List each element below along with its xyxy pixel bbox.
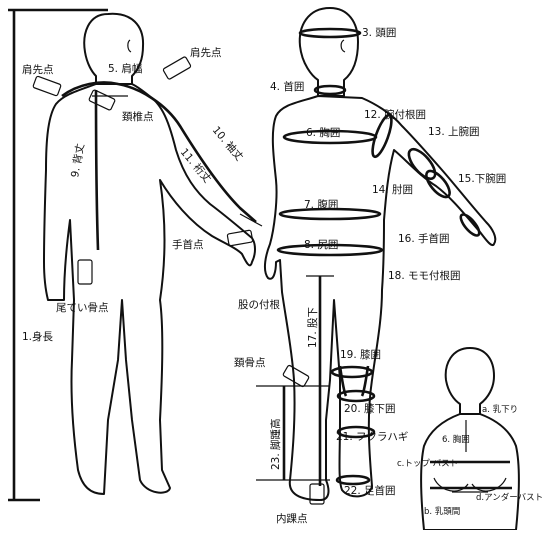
top-bust-label: c.トップ バスト [397, 459, 458, 469]
ankle-height-label: 23. 脚踵高 [269, 418, 282, 470]
cervical-point-label: 頚椎点 [122, 110, 154, 123]
wrist-circumference-label: 16. 手首囲 [398, 232, 450, 245]
bust-chest-label: 6. 胸囲 [442, 434, 470, 445]
medial-malleolus-label: 内踝点 [276, 512, 308, 525]
shoulder-width-label: 5. 肩幅 [108, 62, 142, 75]
wrist-point-label: 手首点 [172, 238, 204, 251]
chest-label: 6. 胸囲 [306, 126, 340, 139]
ankle-label: 22. 足首囲 [344, 484, 396, 497]
below-knee-label: 20. 膝下囲 [344, 402, 396, 415]
back-view-figure: 肩先点 5. 肩幅 肩先点 頚椎点 9. 背丈 11. 裄丈 10. 袖丈 手首… [8, 8, 263, 502]
back-length-label: 9. 背丈 [68, 142, 87, 178]
height-label: 1.身長 [22, 330, 54, 343]
thigh-label: 18. モモ付根囲 [388, 269, 461, 282]
crotch-root-label: 股の付根 [238, 298, 280, 311]
tailbone-point-label: 尾てい骨点 [56, 302, 109, 314]
neck-label: 4. 首囲 [270, 80, 304, 93]
shoulder-point-right-label: 肩先点 [190, 46, 222, 59]
head-label: 3. 頭囲 [362, 27, 396, 39]
knee-label: 19. 膝囲 [340, 348, 381, 361]
sleeve-length-label: 10. 袖丈 [210, 124, 246, 164]
front-view-figure: 3. 頭囲 4. 首囲 12. 腕付根囲 6. 胸囲 13. 上腕囲 15.下腕… [234, 7, 506, 525]
hip-label: 8. 尻囲 [304, 239, 338, 251]
bust-inset-figure: a. 乳下り 6. 胸囲 c.トップ バスト d.アンダーバスト b. 乳頭間 [397, 347, 542, 531]
under-bust-label: d.アンダーバスト [476, 492, 542, 503]
shoulder-point-left-label: 肩先点 [22, 63, 54, 76]
calf-label: 21. フクラハギ [336, 431, 408, 443]
elbow-label: 14. 肘囲 [372, 183, 413, 196]
fibula-point-label: 頚骨点 [234, 357, 266, 369]
under-breast-label: a. 乳下り [482, 404, 518, 415]
lower-arm-label: 15.下腕囲 [458, 172, 506, 185]
armhole-label: 12. 腕付根囲 [364, 108, 426, 121]
inseam-label: 17. 股下 [307, 307, 319, 348]
upper-arm-label: 13. 上腕囲 [428, 125, 480, 138]
nipple-distance-label: b. 乳頭間 [424, 506, 460, 517]
waist-label: 7. 腹囲 [304, 198, 338, 211]
